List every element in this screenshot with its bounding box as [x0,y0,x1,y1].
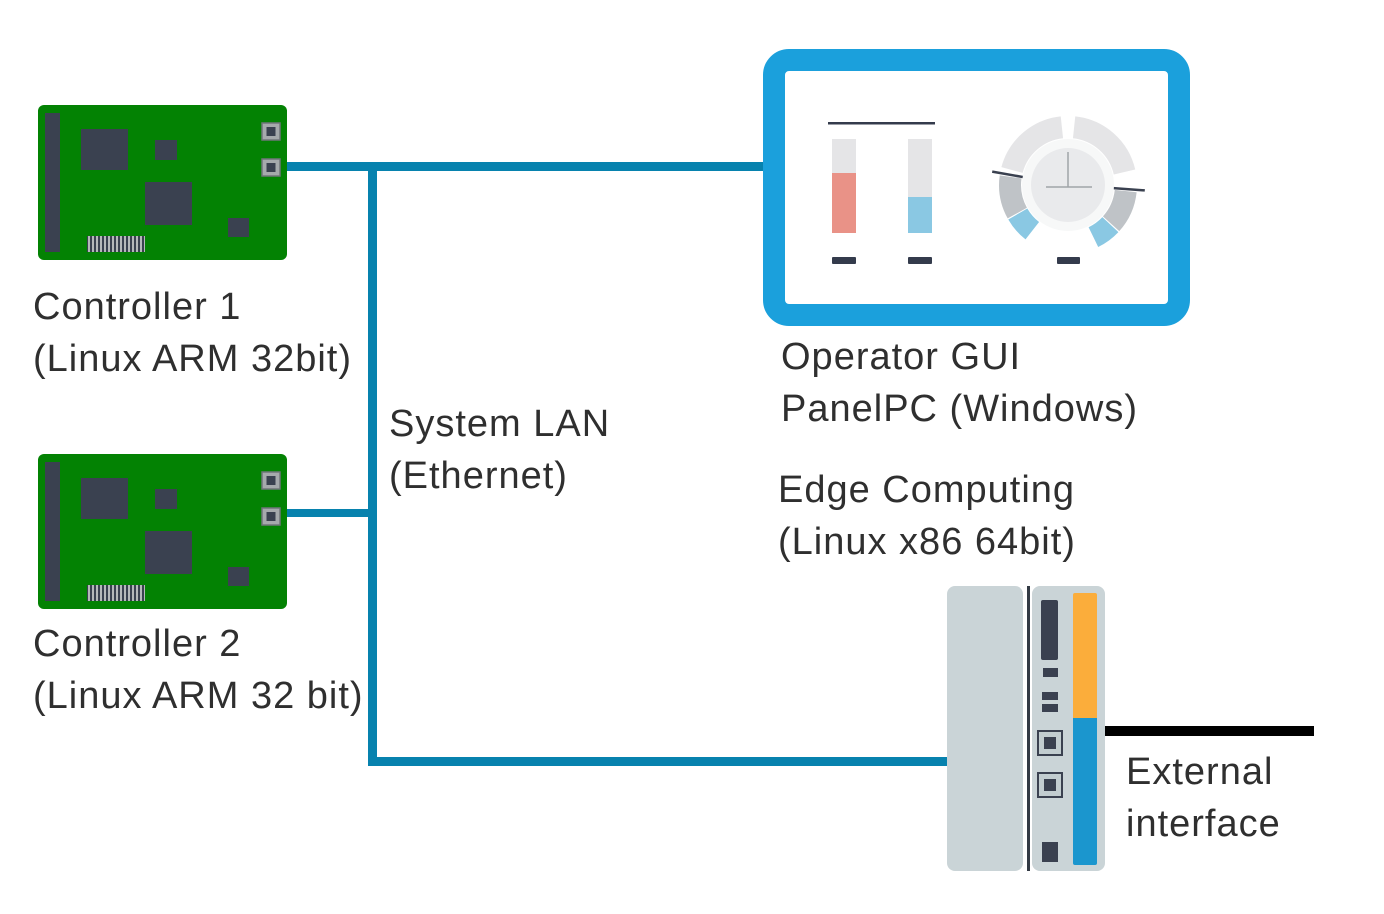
module-divider [1027,586,1030,871]
external-interface-title: External [1126,751,1274,793]
controller2-subtitle: (Linux ARM 32 bit) [33,675,364,717]
accent-stripe-orange [1073,593,1097,718]
edge-computing-label: Edge Computing (Linux x86 64bit) [778,464,1076,568]
operator-gui-title: Operator GUI [781,336,1022,378]
controller1-subtitle: (Linux ARM 32bit) [33,338,353,380]
edge-computing-title: Edge Computing [778,469,1076,511]
bar-gauge-icon [828,122,935,264]
external-interface-subtitle: interface [1126,803,1281,845]
vent-slot [1042,704,1058,712]
system-lan-subtitle: (Ethernet) [389,455,568,497]
cpu-chip [81,478,128,519]
operator-gui-label: Operator GUI PanelPC (Windows) [781,331,1138,435]
status-display [1041,600,1058,660]
external-interface-line [1103,726,1314,736]
port-pin [1044,737,1056,749]
industrial-pc-icon [947,586,1105,871]
ethernet-port-icon [261,158,281,177]
edge-connector [45,113,60,252]
lan-line-edge [368,757,948,766]
small-chip [155,140,177,160]
controller2-label: Controller 2 (Linux ARM 32 bit) [33,618,364,722]
ethernet-port-icon [1037,772,1063,798]
small-chip [155,489,177,509]
controller1-label: Controller 1 (Linux ARM 32bit) [33,281,352,385]
soc-chip [145,182,192,225]
edge-computing-subtitle: (Linux x86 64bit) [778,521,1076,563]
system-lan-title: System LAN [389,403,611,445]
vent-slot [1042,692,1058,700]
barcode [87,585,145,601]
pc-blank-module [947,586,1023,871]
edge-connector [45,462,60,601]
circuit-board-icon [38,105,287,260]
soc-chip [145,531,192,574]
circuit-board-icon [38,454,287,609]
external-interface-label: External interface [1126,746,1281,850]
ethernet-port-icon [1037,730,1063,756]
lan-line-controller2 [287,509,372,517]
small-chip [228,218,249,237]
power-connector [1042,842,1058,862]
cpu-chip [81,129,128,170]
ethernet-port-icon [261,122,281,141]
lan-line-controller1 [287,162,768,171]
system-lan-label: System LAN (Ethernet) [389,398,610,502]
controller2-title: Controller 2 [33,623,242,665]
accent-stripe-blue [1073,718,1097,865]
ethernet-port-icon [261,471,281,490]
ethernet-port-icon [261,507,281,526]
port-pin [1044,779,1056,791]
lan-line-vertical-bus [368,162,377,766]
barcode [87,236,145,252]
dial-gauge-icon [991,116,1145,264]
operator-gui-subtitle: PanelPC (Windows) [781,388,1138,430]
indicator-dash [1043,668,1058,677]
controller1-title: Controller 1 [33,286,242,328]
hmi-screen-content [828,116,1145,264]
accent-stripe [1073,593,1097,865]
small-chip [228,567,249,586]
hmi-panel-icon [763,49,1190,326]
